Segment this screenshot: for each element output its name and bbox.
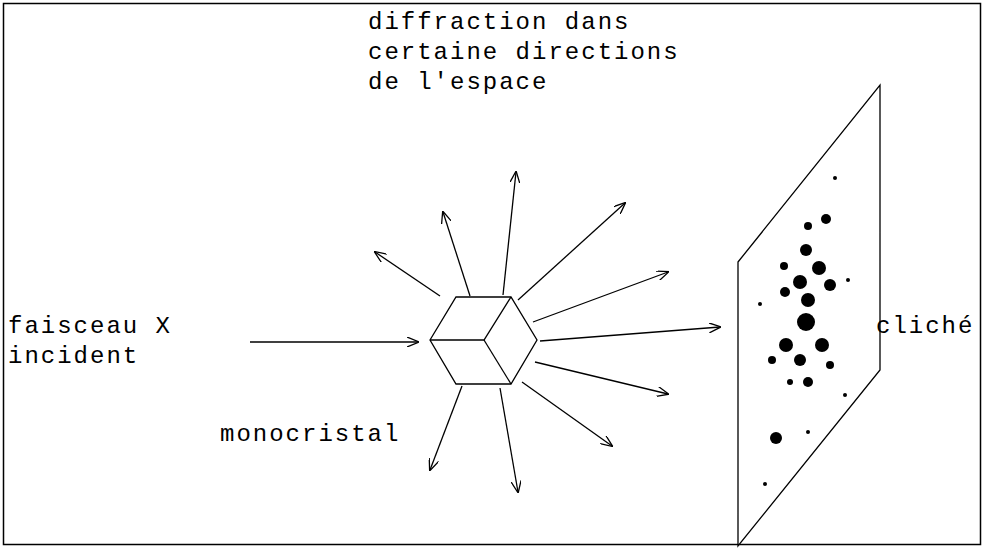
diffracted-ray	[518, 203, 625, 300]
diffraction-spot	[787, 379, 793, 385]
beam-label: faisceau X incident	[8, 312, 223, 372]
crystal-label: monocristal	[220, 420, 440, 450]
diffracted-ray	[500, 388, 518, 492]
diffraction-spot	[780, 287, 790, 297]
diffraction-spot	[801, 293, 815, 307]
diffraction-spot	[821, 214, 831, 224]
incident-beam	[250, 341, 418, 342]
diffraction-spot	[812, 261, 826, 275]
diffracted-ray	[443, 212, 470, 296]
diffracted-ray	[375, 252, 440, 296]
film-plate	[738, 85, 880, 546]
diffraction-spot	[780, 262, 788, 270]
diffraction-spot	[804, 222, 812, 230]
diffracted-ray	[535, 362, 668, 394]
diffraction-caption: diffraction dans certaine directions de …	[368, 8, 708, 98]
diffraction-spot	[758, 302, 762, 306]
diffracted-ray	[430, 386, 462, 470]
diffraction-spot	[846, 278, 850, 282]
diffraction-spot	[806, 430, 810, 434]
diffraction-spot	[763, 482, 767, 486]
diffraction-spot	[826, 361, 834, 369]
diffraction-spot	[824, 279, 836, 291]
diffraction-spot	[803, 377, 813, 387]
diffraction-spot	[800, 244, 812, 256]
diffraction-spots	[758, 176, 850, 486]
diffraction-spot	[815, 338, 829, 352]
diffracted-ray	[522, 382, 612, 446]
diffracted-rays	[375, 172, 720, 492]
diffraction-spot	[833, 176, 837, 180]
diffraction-spot	[779, 338, 793, 352]
crystal-cube	[430, 297, 537, 384]
diffraction-spot	[793, 275, 807, 289]
film-label: cliché	[876, 312, 980, 342]
diffracted-ray	[540, 327, 720, 341]
diffraction-spot	[797, 313, 815, 331]
diffraction-spot	[768, 356, 776, 364]
diffracted-ray	[533, 272, 668, 322]
diffracted-ray	[503, 172, 516, 295]
diffraction-spot	[843, 393, 847, 397]
diffraction-spot	[794, 354, 806, 366]
diffraction-spot	[770, 432, 782, 444]
